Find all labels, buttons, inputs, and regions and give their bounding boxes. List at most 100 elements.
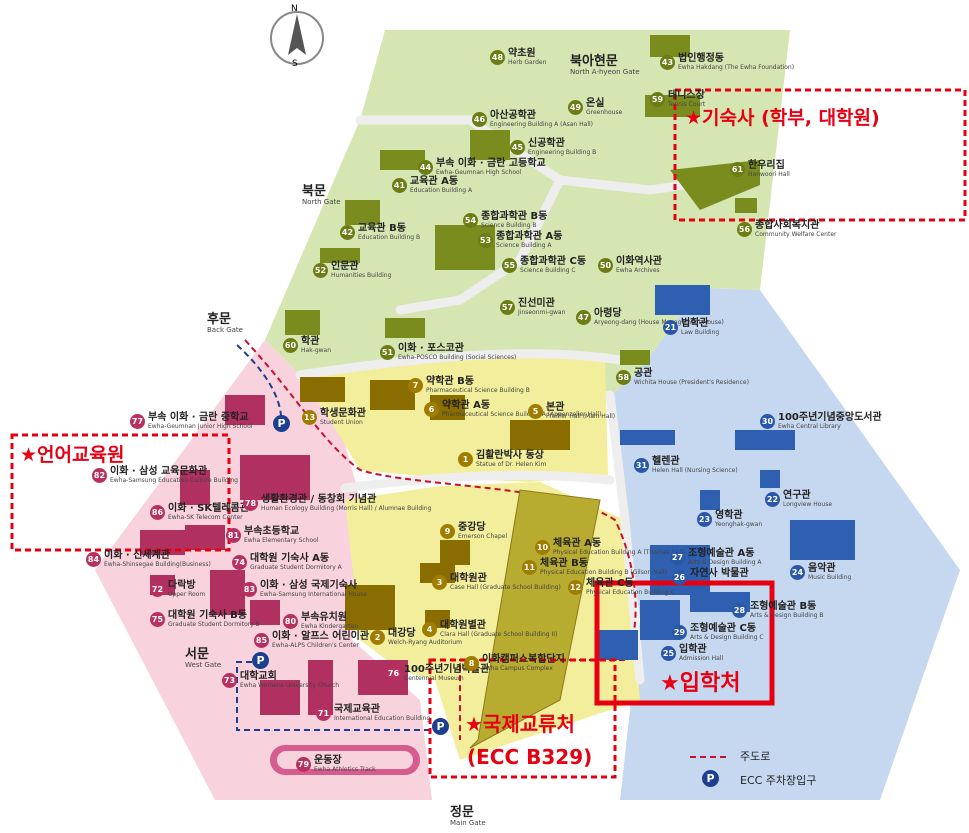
parking-icon: P <box>252 652 269 669</box>
annotation-intl-office: ★국제교류처 <box>465 712 575 736</box>
building-name-en: Helen Hall (Nursing Science) <box>652 466 738 474</box>
ecc-building <box>469 489 601 749</box>
building-name-en: Pharmaceutical Science Building A (Appen… <box>442 410 602 418</box>
building-name: 이화 · 삼성 국제기숙사 <box>260 580 358 591</box>
building-label[interactable]: 자연사 박물관 <box>690 568 749 580</box>
building-number-badge: 9 <box>440 524 455 539</box>
dorm-box <box>673 88 967 222</box>
building-name-en: Science Building C <box>520 266 576 274</box>
building-name: 대학원관 <box>450 573 487 584</box>
building-name: 법인행정동 <box>678 53 724 64</box>
building-number-badge: 43 <box>660 55 675 70</box>
building-name-en: Human Ecology Building (Morris Hall) / A… <box>261 504 432 512</box>
building-name-en: Ewha-POSCO Building (Social Sciences) <box>398 353 517 361</box>
building-number-badge: 78 <box>243 496 258 511</box>
building-name: 영학관 <box>715 510 743 521</box>
building-number-badge: 73 <box>222 673 237 688</box>
building-name-en: Physical Education Building B (Gilson Ha… <box>540 568 668 576</box>
building-name: 대학교회 <box>240 671 277 682</box>
building-number-badge: 60 <box>283 338 298 353</box>
building-name: 신공학관 <box>528 138 565 149</box>
building-number-badge: 59 <box>650 92 665 107</box>
building-number-badge: 81 <box>226 528 241 543</box>
building-number-badge: 72 <box>150 582 165 597</box>
building-number-badge: 74 <box>232 555 247 570</box>
building-name-en: Engineering Building B <box>528 148 597 156</box>
building-number-badge: 28 <box>732 603 747 618</box>
building-name: 조형예술관 A동 <box>688 548 755 559</box>
building-name-en: Ewha-Geumnan High School <box>436 168 522 176</box>
building-number-badge: 5 <box>528 404 543 419</box>
main-road-swatch <box>690 756 730 758</box>
building-name-en: Emerson Chapel <box>458 532 508 540</box>
building-number-badge: 44 <box>418 160 433 175</box>
annotation-language-center: ★언어교육원 <box>20 444 125 466</box>
building-name: 다락방 <box>168 580 196 591</box>
building-name: 법학관 <box>681 318 709 329</box>
building-number-badge: 51 <box>380 345 395 360</box>
